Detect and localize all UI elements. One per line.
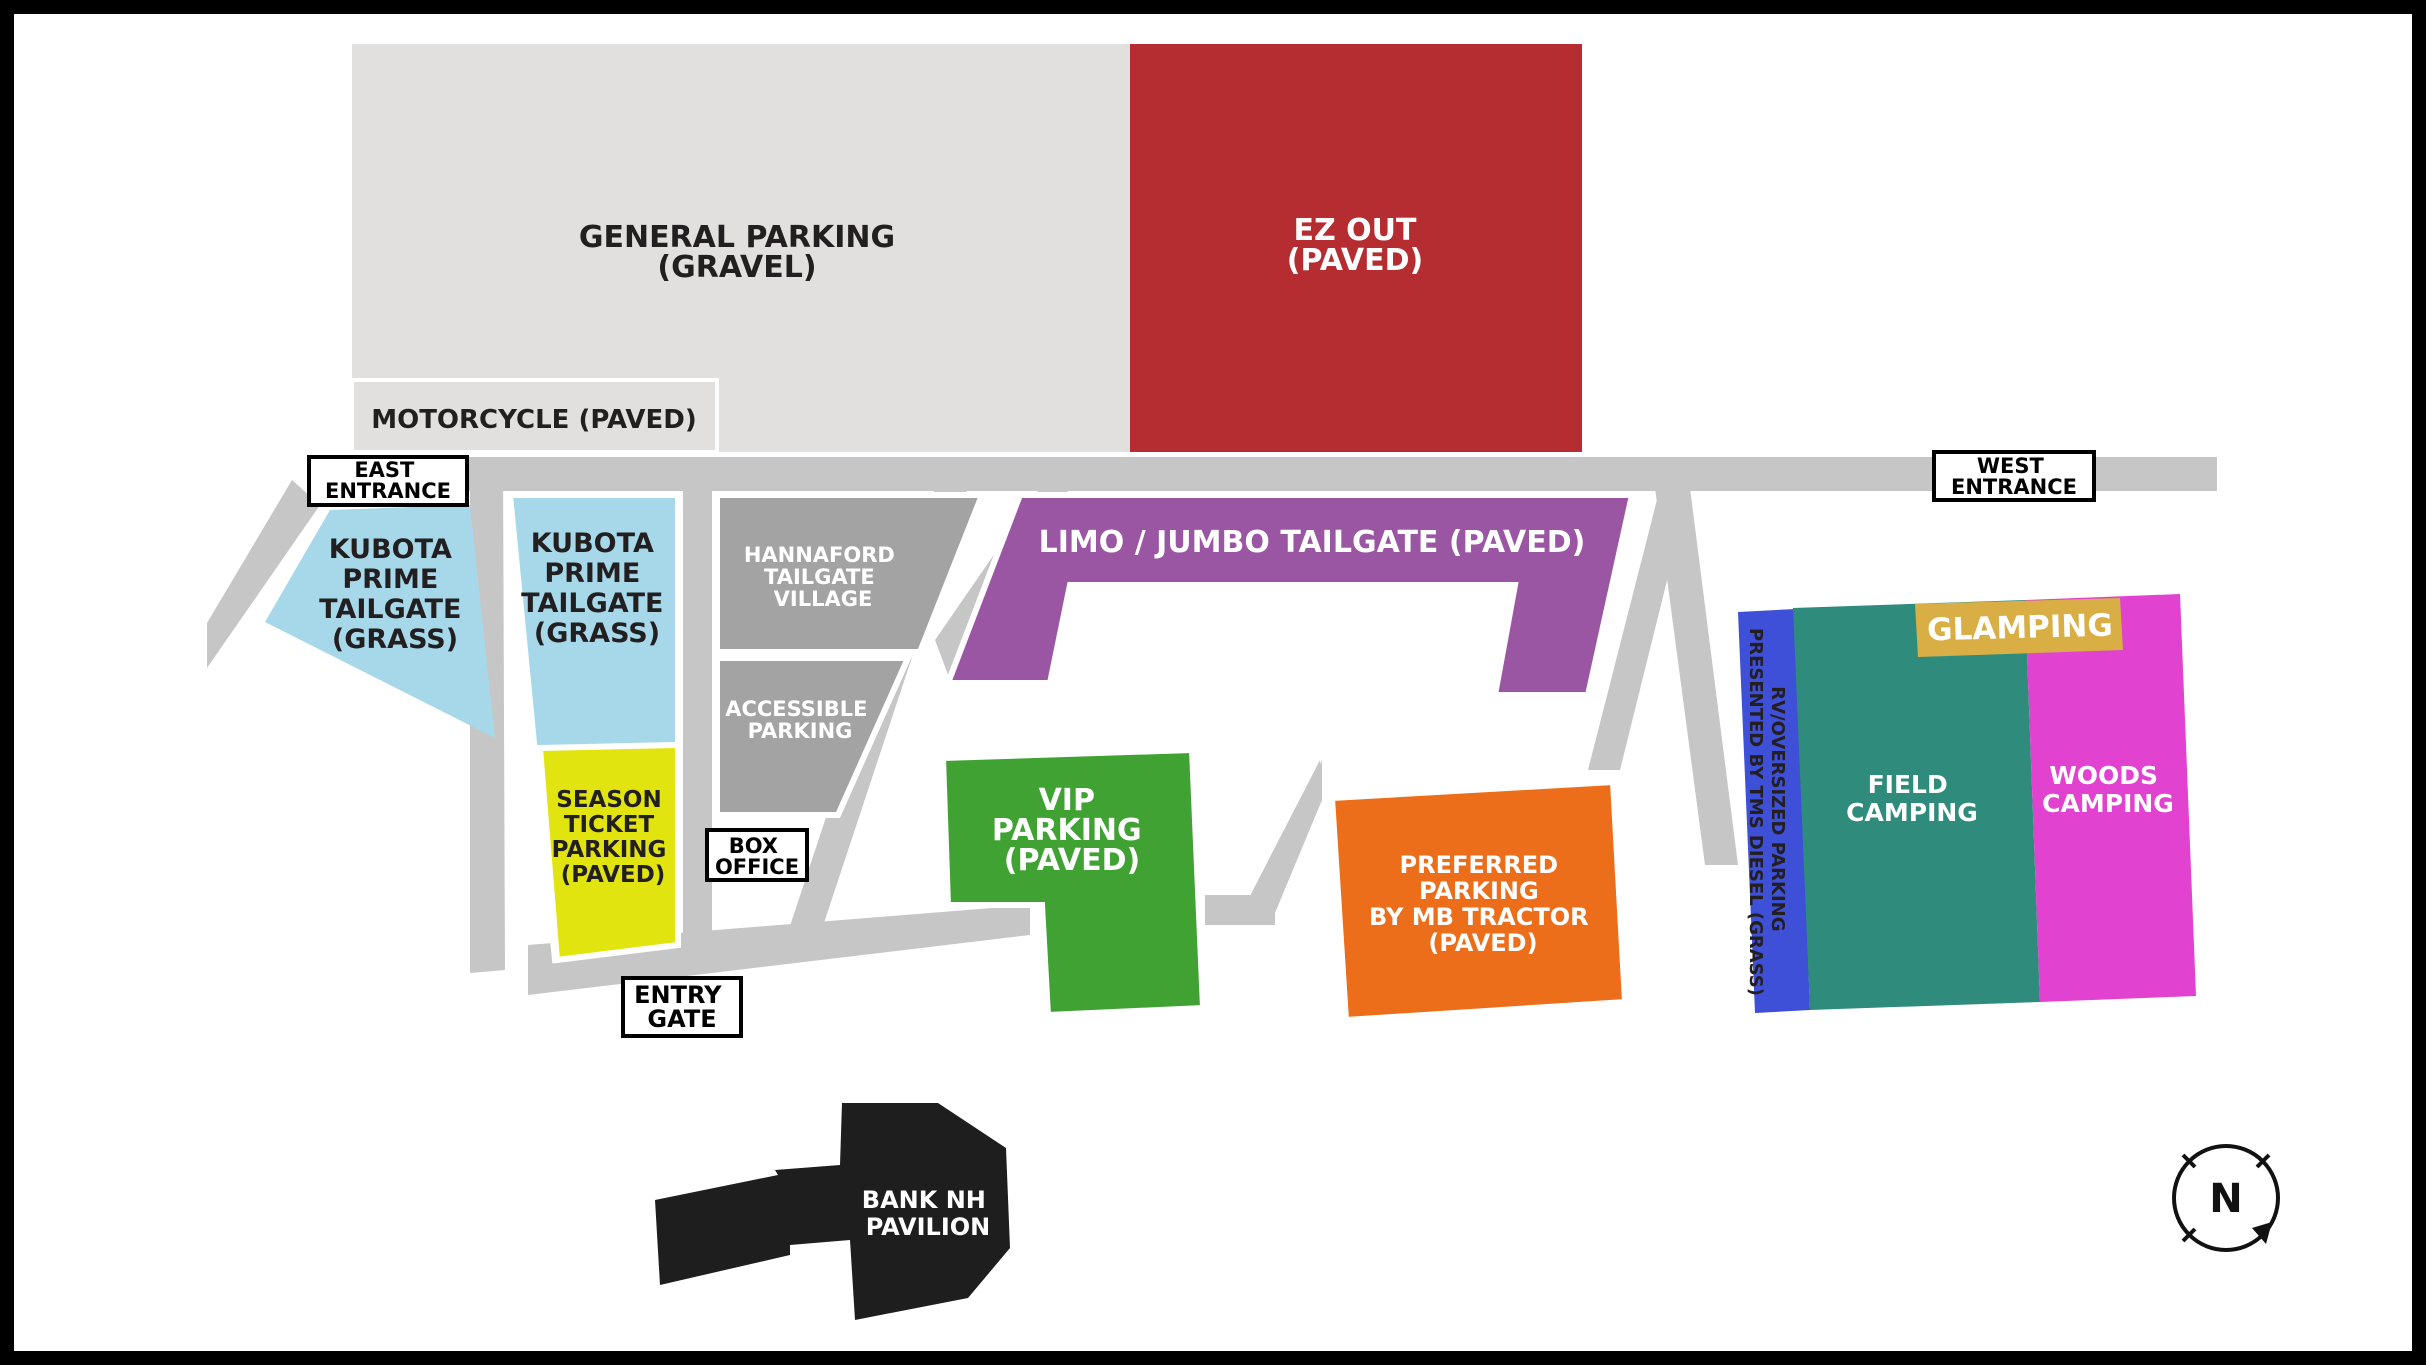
inner-lane-road (683, 488, 712, 945)
season-ticket-label: SEASON TICKET PARKING (PAVED) (552, 787, 675, 888)
kubota-left-label: KUBOTA PRIME TAILGATE (GRASS) (319, 534, 471, 655)
field-camping-zone (1793, 600, 2040, 1010)
accessible-label: ACCESSIBLE PARKING (725, 697, 875, 743)
rv-access-road (1655, 488, 1738, 865)
accessible-zone (714, 655, 913, 818)
svg-text:WEST ENTRANCE: WEST ENTRANCE (1951, 454, 2077, 499)
season-ticket-zone (536, 741, 681, 964)
box-office-sign: BOX OFFICE (705, 828, 809, 882)
limo-zone (943, 492, 1636, 698)
east-entrance-sign: EAST ENTRANCE (307, 455, 469, 507)
glamping-zone (1915, 598, 2123, 657)
hannaford-zone (714, 492, 987, 655)
kubota-left-zone (265, 505, 495, 738)
rv-label: RV/OVERSIZED PARKING PRESENTED BY TMS DI… (1745, 628, 1788, 996)
vip-zone (939, 746, 1207, 1019)
pavilion-building (655, 1103, 1010, 1320)
glamping-label: GLAMPING (1927, 608, 2114, 649)
compass-icon: N (2172, 1144, 2280, 1252)
kubota-mid-label: KUBOTA PRIME TAILGATE (GRASS) (521, 528, 673, 649)
preferred-diagonal-road (1235, 760, 1322, 925)
east-access-road (207, 480, 320, 668)
rv-zone (1738, 609, 1810, 1013)
compass-letter: N (2209, 1176, 2242, 1222)
preferred-zone (1328, 778, 1629, 1024)
main-road (445, 457, 2217, 491)
entry-road (528, 905, 1030, 995)
svg-text:BOX OFFICE: BOX OFFICE (715, 834, 799, 879)
ez-out-label: EZ OUT(PAVED) (1287, 213, 1423, 278)
west-entrance-sign: WEST ENTRANCE (1932, 450, 2096, 502)
preferred-label: PREFERRED PARKING BY MB TRACTOR (PAVED) (1369, 851, 1597, 957)
vip-label: VIP PARKING (PAVED) (992, 783, 1152, 878)
motorcycle-zone (350, 378, 719, 454)
svg-text:EAST ENTRANCE: EAST ENTRANCE (325, 458, 451, 503)
general-parking-label: GENERAL PARKING(GRAVEL) (579, 220, 895, 285)
motorcycle-label: MOTORCYCLE (PAVED) (371, 405, 697, 435)
field-camping-label: FIELD CAMPING (1846, 770, 1978, 827)
svg-text:ENTRY GATE: ENTRY GATE (634, 981, 730, 1033)
entry-gate-sign: ENTRY GATE (621, 976, 743, 1038)
pavilion-label: BANK NH PAVILION (862, 1186, 994, 1241)
woods-camping-zone (2025, 594, 2196, 1002)
woods-camping-label: WOODS CAMPING (2042, 761, 2174, 818)
limo-label: LIMO / JUMBO TAILGATE (PAVED) (1039, 525, 1586, 560)
ez-out-zone (1130, 44, 1582, 452)
hannaford-label: HANNAFORD TAILGATE VILLAGE (744, 543, 902, 611)
